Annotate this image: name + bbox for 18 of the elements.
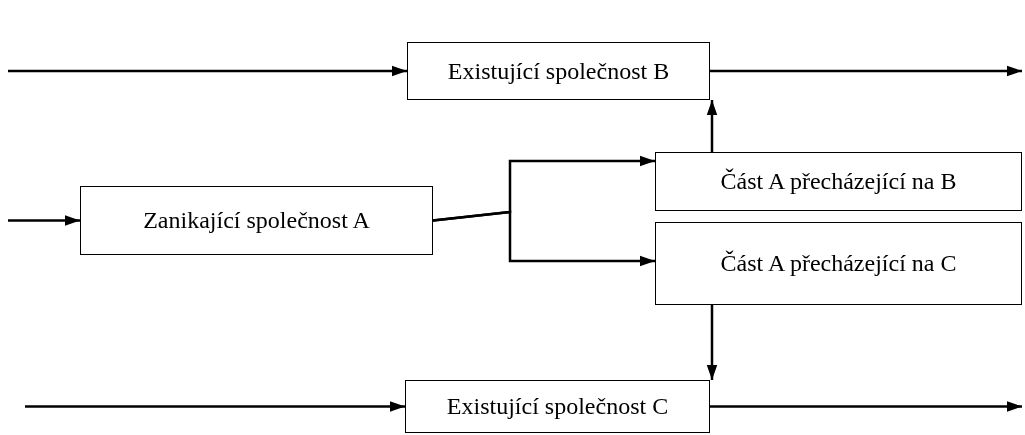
process-box <box>655 152 1022 211</box>
box-label: Existující společnost B <box>447 57 670 85</box>
arrow <box>706 305 718 380</box>
arrow <box>710 65 1022 77</box>
process-box <box>407 42 710 100</box>
process-box <box>80 186 433 255</box>
arrow <box>432 210 655 267</box>
box-label: Existující společnost C <box>446 393 669 420</box>
arrow <box>8 65 407 77</box>
process-box <box>405 380 710 433</box>
box-label: Část A přecházející na C <box>720 250 957 277</box>
arrow <box>8 215 80 226</box>
box-label: Zanikající společnost A <box>143 207 370 234</box>
arrow <box>710 401 1022 412</box>
box-label: Část A přecházející na B <box>720 168 957 195</box>
arrow <box>25 401 405 412</box>
process-box <box>655 222 1022 305</box>
arrow <box>706 100 718 152</box>
